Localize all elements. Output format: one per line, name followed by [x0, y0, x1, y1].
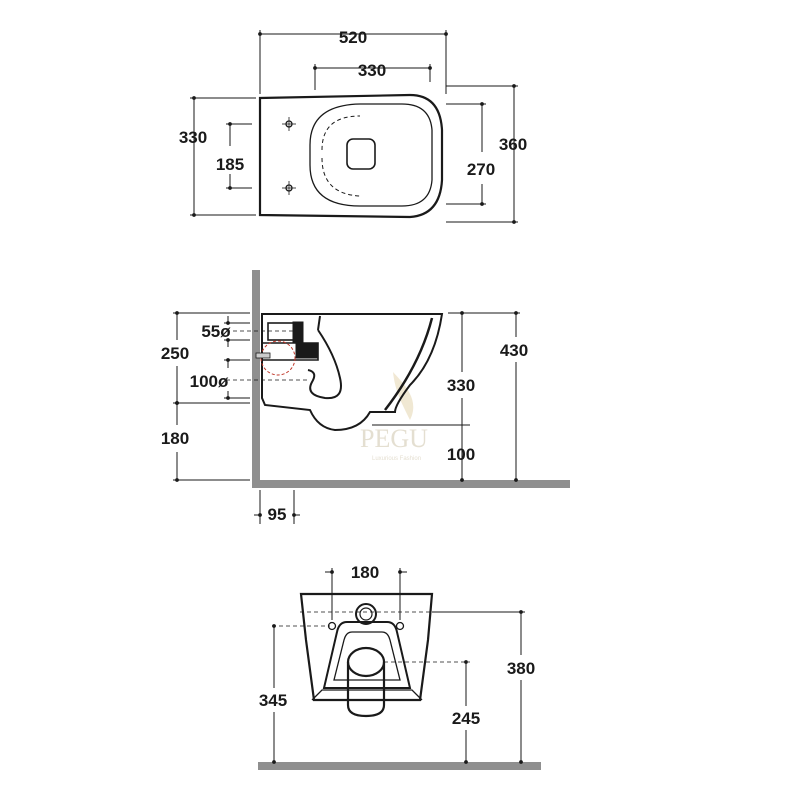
dim-270 [446, 102, 486, 206]
front-view-base-line [311, 689, 423, 701]
front-view-outlet [346, 662, 386, 718]
top-view-outlet [346, 138, 376, 170]
label-outlet-245: 245 [452, 709, 480, 728]
dim-330-left [190, 96, 256, 217]
label-height-380: 380 [507, 659, 535, 678]
dim-330-top [313, 64, 432, 90]
front-view-fixing-hole-right [395, 621, 405, 631]
dim-180-front [325, 568, 407, 620]
dim-180-side [173, 401, 250, 482]
top-view-fixing-hole-upper [282, 117, 296, 131]
front-view [258, 568, 541, 770]
side-view [173, 270, 570, 524]
side-view-trap-top [317, 315, 321, 331]
label-width-520: 520 [339, 28, 367, 47]
watermark-brand: PEGU [360, 424, 428, 453]
top-view-fixing-hole-lower [282, 181, 296, 195]
side-view-waste-seal [295, 343, 319, 359]
label-fixing-250: 250 [161, 344, 189, 363]
dim-185 [226, 122, 252, 190]
label-clearance-100: 100 [447, 445, 475, 464]
label-height-360: 360 [499, 135, 527, 154]
dim-100-side [224, 358, 250, 400]
top-view-outline [258, 93, 444, 219]
side-view-waste-outline [260, 340, 296, 376]
label-wall-95: 95 [268, 505, 287, 524]
dim-380 [432, 610, 525, 764]
front-view-inlet-inner [359, 607, 373, 621]
top-view-bowl [309, 103, 433, 207]
label-bowl-270: 270 [467, 160, 495, 179]
top-view-hidden-line-2 [321, 157, 361, 197]
label-fixing-345: 345 [259, 691, 287, 710]
label-depth-330: 330 [447, 376, 475, 395]
label-floor-180: 180 [161, 429, 189, 448]
front-floor [258, 762, 541, 770]
dim-360 [446, 84, 518, 224]
watermark-tagline: Luxurious Fashion [372, 456, 421, 462]
dim-95 [254, 490, 300, 524]
front-view-inlet [355, 603, 377, 625]
dim-250 [173, 311, 250, 405]
top-view [190, 30, 518, 224]
label-front-fixing-180: 180 [351, 563, 379, 582]
wall [252, 270, 260, 485]
dim-520 [258, 30, 448, 94]
label-drain-55: 55ø [201, 322, 231, 341]
watermark: PEGU Luxurious Fashion [360, 372, 428, 462]
side-view-inlet-seal [292, 321, 304, 343]
top-view-hidden-line [321, 115, 361, 151]
label-fixing-185: 185 [216, 155, 244, 174]
front-view-pedestal-inner [333, 631, 401, 681]
dim-430 [448, 311, 520, 482]
side-view-rim [384, 317, 434, 411]
label-waste-100: 100ø [190, 372, 229, 391]
dim-55 [224, 316, 250, 347]
front-view-outlet-opening [346, 646, 386, 678]
front-view-body [299, 592, 434, 702]
front-view-pedestal [322, 621, 412, 689]
floor [252, 480, 570, 488]
side-view-trap [307, 329, 342, 400]
side-view-fixing-bolt [255, 352, 271, 359]
label-rim-430: 430 [500, 341, 528, 360]
label-bowl-width-330: 330 [358, 61, 386, 80]
side-view-bowl-body [261, 313, 444, 432]
side-view-inlet-pipe [267, 322, 295, 341]
label-height-330: 330 [179, 128, 207, 147]
